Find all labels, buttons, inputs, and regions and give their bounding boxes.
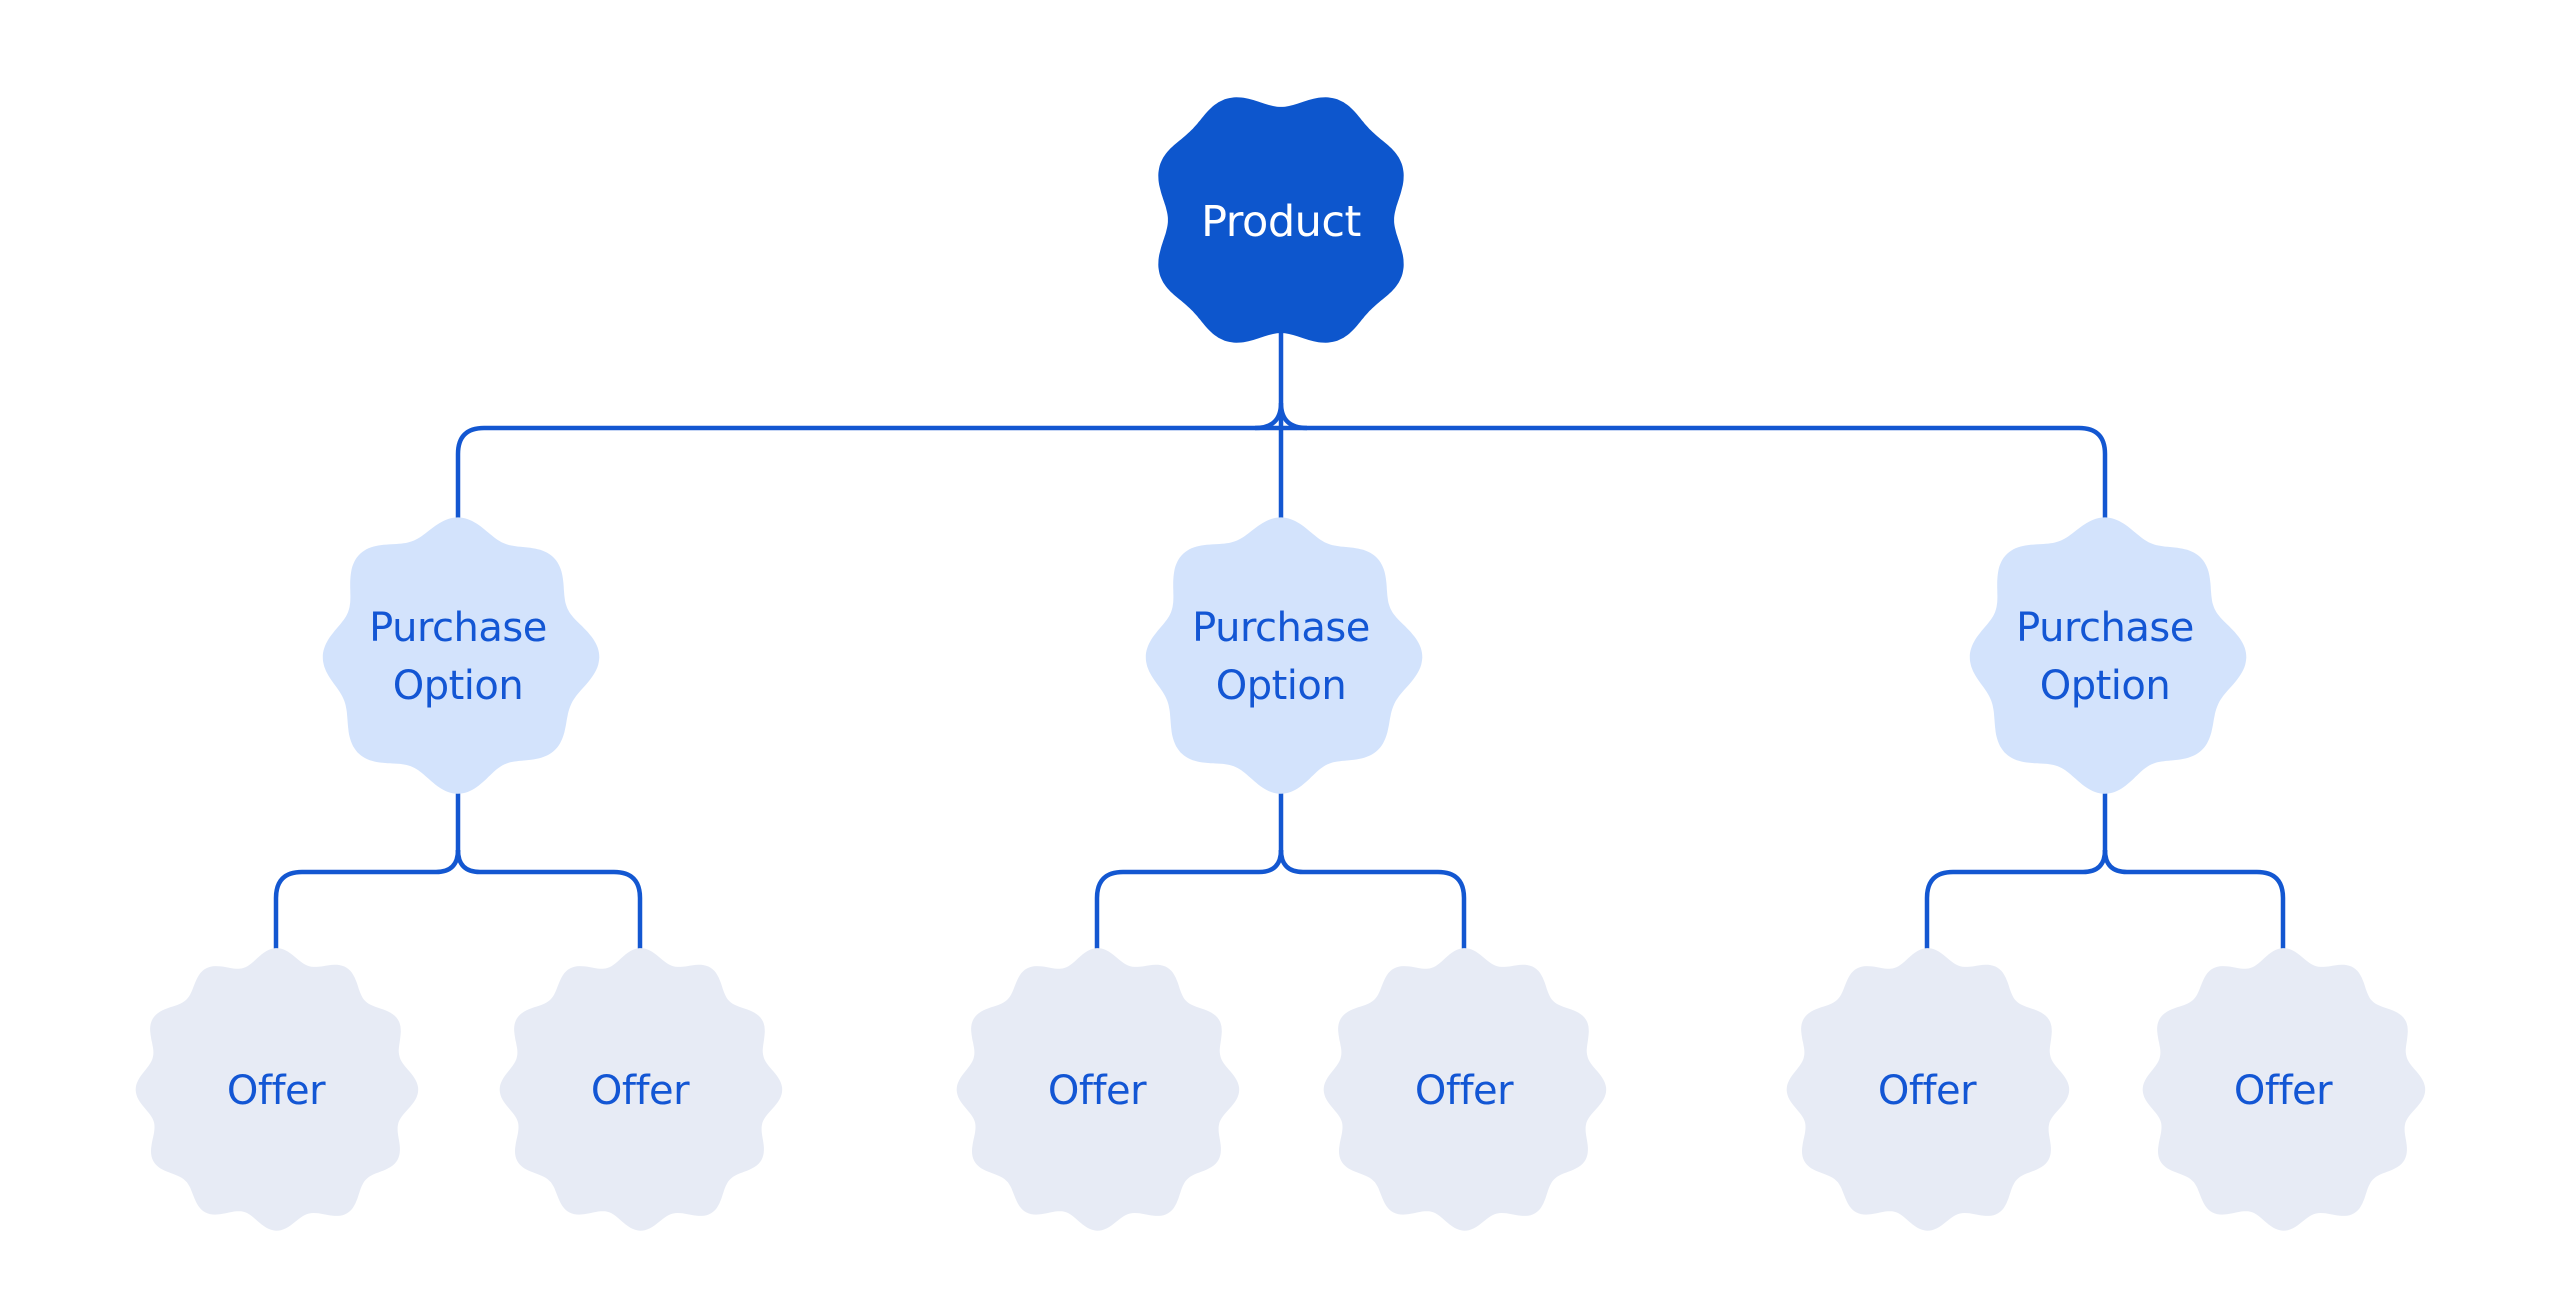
node-purchase-option-2: Purchase Option xyxy=(1145,517,1423,794)
purchase-option-cloud-shape xyxy=(1145,517,1423,794)
offer-label: Offer xyxy=(1415,1068,1514,1114)
purchase-option-label-line1: Purchase xyxy=(369,605,547,651)
connector-po2-right-branch xyxy=(1278,849,1467,952)
connector-po3-left-branch xyxy=(1924,849,2108,952)
connector-po1-right-branch xyxy=(455,849,643,952)
offer-scallop-shape xyxy=(1786,948,2070,1231)
node-purchase-option-3: Purchase Option xyxy=(1969,517,2247,794)
node-purchase-option-1: Purchase Option xyxy=(322,517,600,794)
product-label: Product xyxy=(1201,197,1361,247)
purchase-option-label-line1: Purchase xyxy=(2016,605,2194,651)
node-offer-6: Offer xyxy=(2142,948,2426,1231)
offer-label: Offer xyxy=(1048,1068,1147,1114)
node-offer-3: Offer xyxy=(956,948,1240,1231)
offer-label: Offer xyxy=(227,1068,326,1114)
node-offer-2: Offer xyxy=(499,948,783,1231)
connector-level1-rail xyxy=(455,425,2108,528)
offer-scallop-shape xyxy=(499,948,783,1231)
node-offer-5: Offer xyxy=(1786,948,2070,1231)
offer-scallop-shape xyxy=(956,948,1240,1231)
purchase-option-label-line2: Option xyxy=(393,663,524,709)
connector-level1-merge-fillet xyxy=(1254,402,1308,431)
connector-po3-right-branch xyxy=(2102,849,2286,952)
purchase-option-cloud-shape xyxy=(1969,517,2247,794)
node-offer-1: Offer xyxy=(135,948,419,1231)
purchase-option-label-line1: Purchase xyxy=(1192,605,1370,651)
offer-label: Offer xyxy=(591,1068,690,1114)
offer-label: Offer xyxy=(1878,1068,1977,1114)
connectors xyxy=(273,332,2286,952)
product-blob-shape xyxy=(1158,97,1404,343)
connector-po1-left-branch xyxy=(273,849,461,952)
offer-label: Offer xyxy=(2234,1068,2333,1114)
offer-scallop-shape xyxy=(135,948,419,1231)
connector-po2-left-branch xyxy=(1094,849,1284,952)
purchase-option-label-line2: Option xyxy=(1216,663,1347,709)
node-offer-4: Offer xyxy=(1323,948,1607,1231)
purchase-option-cloud-shape xyxy=(322,517,600,794)
node-product: Product xyxy=(1158,97,1404,343)
offer-scallop-shape xyxy=(2142,948,2426,1231)
purchase-option-label-line2: Option xyxy=(2040,663,2171,709)
offer-scallop-shape xyxy=(1323,948,1607,1231)
